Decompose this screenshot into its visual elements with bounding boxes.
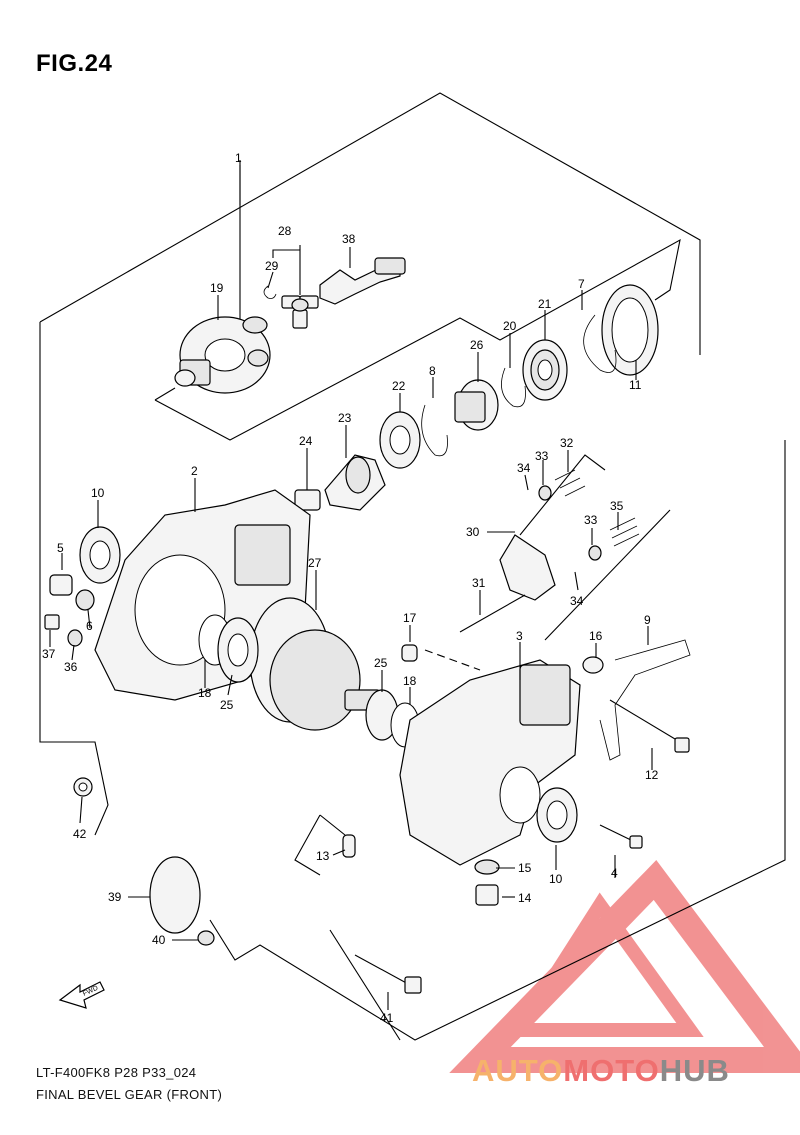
callout-25-right: 25 bbox=[374, 656, 388, 670]
callout-34-upper: 34 bbox=[517, 461, 531, 475]
part-27-ring-gear bbox=[198, 597, 420, 748]
callout-11: 11 bbox=[629, 378, 642, 392]
callout-2: 2 bbox=[191, 464, 198, 478]
subgroup-outline bbox=[154, 238, 681, 441]
callout-25-left: 25 bbox=[220, 698, 234, 712]
callout-9: 9 bbox=[644, 613, 651, 627]
part-28-29-38-joint bbox=[263, 257, 406, 329]
callout-33-upper: 33 bbox=[535, 449, 549, 463]
part-right-small bbox=[401, 469, 691, 761]
callout-35: 35 bbox=[610, 499, 624, 513]
callout-30: 30 bbox=[466, 525, 480, 539]
drawing-code: LT-F400FK8 P28 P33_024 bbox=[36, 1065, 197, 1080]
callout-28: 28 bbox=[278, 224, 292, 238]
callout-33-lower: 33 bbox=[584, 513, 598, 527]
callout-29: 29 bbox=[265, 259, 279, 273]
assembly-outline bbox=[39, 92, 786, 1041]
callout-1: 1 bbox=[235, 151, 242, 165]
callout-15: 15 bbox=[518, 861, 532, 875]
callout-38: 38 bbox=[342, 232, 356, 246]
callout-22: 22 bbox=[392, 379, 406, 393]
callout-5: 5 bbox=[57, 541, 64, 555]
callout-20: 20 bbox=[503, 319, 517, 333]
callout-6: 6 bbox=[86, 619, 93, 633]
leader-lines bbox=[49, 165, 653, 1010]
watermark-text: AUTOMOTOHUB bbox=[472, 1053, 730, 1089]
callout-4: 4 bbox=[611, 866, 618, 880]
figure-caption: FINAL BEVEL GEAR (FRONT) bbox=[36, 1087, 223, 1102]
callout-19: 19 bbox=[210, 281, 224, 295]
callout-39: 39 bbox=[108, 890, 122, 904]
callout-18-left: 18 bbox=[198, 686, 212, 700]
callout-17: 17 bbox=[403, 611, 417, 625]
callout-23: 23 bbox=[338, 411, 352, 425]
watermark-hub: HUB bbox=[659, 1053, 730, 1088]
callout-24: 24 bbox=[299, 434, 313, 448]
callout-labels: 1 2 3 4 5 6 7 8 9 10 10 11 12 13 14 15 1… bbox=[42, 151, 659, 1025]
callout-41: 41 bbox=[380, 1011, 394, 1025]
figure-title: FIG.24 bbox=[36, 50, 113, 77]
callout-12: 12 bbox=[645, 768, 659, 782]
callout-32: 32 bbox=[560, 436, 574, 450]
callout-13: 13 bbox=[316, 849, 330, 863]
part-left-seals bbox=[44, 526, 121, 647]
callout-36: 36 bbox=[64, 660, 78, 674]
callout-3: 3 bbox=[516, 629, 523, 643]
callout-18-right: 18 bbox=[403, 674, 417, 688]
part-shaft-bearings bbox=[294, 284, 659, 511]
callout-40: 40 bbox=[152, 933, 166, 947]
callout-8: 8 bbox=[429, 364, 436, 378]
callout-14: 14 bbox=[518, 891, 532, 905]
callout-16: 16 bbox=[589, 629, 603, 643]
callout-21: 21 bbox=[538, 297, 552, 311]
watermark-moto: MOTO bbox=[563, 1053, 660, 1088]
callout-26: 26 bbox=[470, 338, 484, 352]
callout-37: 37 bbox=[42, 647, 56, 661]
callout-7: 7 bbox=[578, 277, 585, 291]
callout-10-lower: 10 bbox=[549, 872, 563, 886]
fwd-arrow-icon: FWD bbox=[58, 981, 105, 1009]
watermark-auto: AUTO bbox=[472, 1053, 564, 1088]
callout-27: 27 bbox=[308, 556, 322, 570]
callout-42: 42 bbox=[73, 827, 87, 841]
callout-31: 31 bbox=[472, 576, 486, 590]
callout-34-lower: 34 bbox=[570, 594, 584, 608]
part-3-case-cover bbox=[399, 659, 581, 866]
callout-10-upper: 10 bbox=[91, 486, 105, 500]
part-bottom bbox=[73, 777, 643, 994]
part-19-output-housing bbox=[174, 316, 271, 394]
automotohub-logo-triangle bbox=[449, 860, 800, 1073]
